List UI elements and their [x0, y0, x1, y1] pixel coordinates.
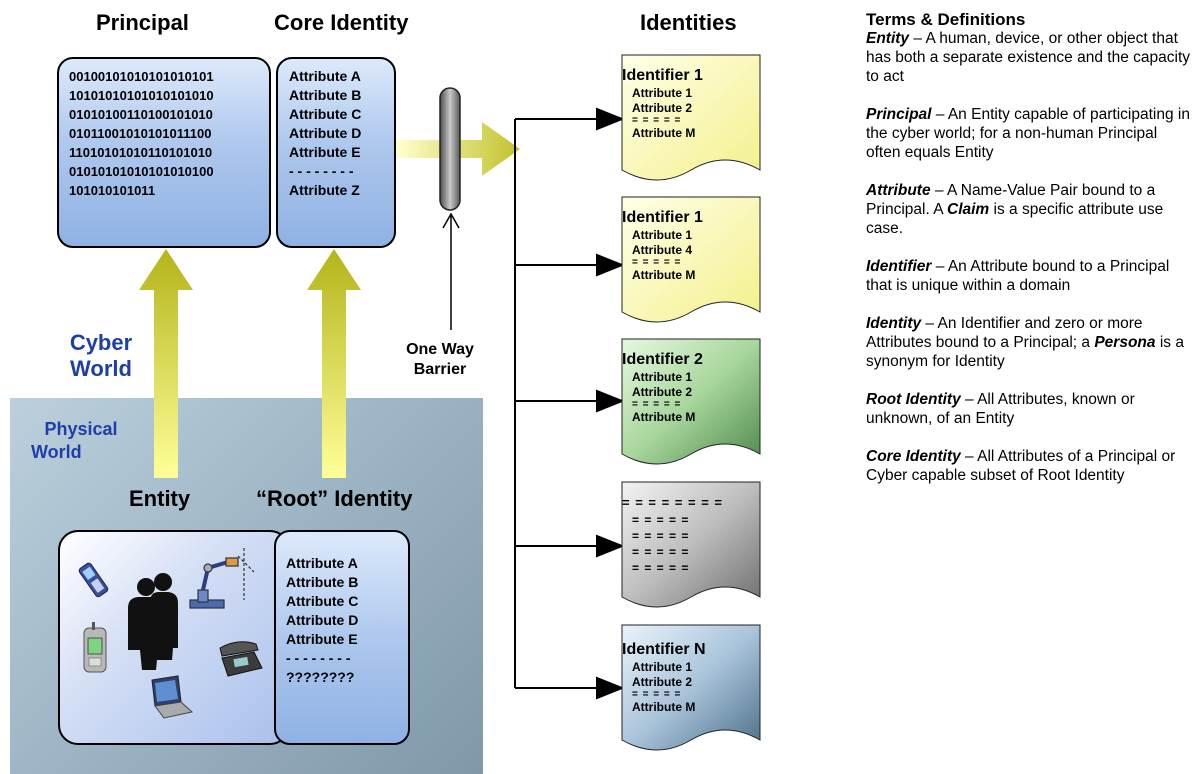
attribute-label: Attribute 1 [632, 228, 692, 242]
definition-principal: Principal – An Entity capable of partici… [866, 106, 1190, 161]
principal-box: 00100101010101010101 1010101010101010101… [57, 57, 271, 248]
one-way-barrier [439, 87, 461, 211]
core-attribute: Attribute Z [289, 182, 360, 198]
distribution-arrows [515, 107, 625, 700]
binary-line: 101010101011 [69, 183, 156, 198]
attribute-label: Attribute 2 [632, 385, 692, 399]
identifier-label: Identifier 1 [622, 67, 703, 84]
definition-root-identity: Root Identity – All Attributes, known or… [866, 391, 1135, 427]
root-identity-header: “Root” Identity [256, 486, 413, 511]
attribute-label: Attribute M [632, 126, 696, 140]
root-to-core-arrow [307, 249, 361, 478]
identifier-label: Identifier 2 [622, 351, 703, 368]
binary-line: 01011001010101011100 [69, 126, 212, 141]
core-identity-header: Core Identity [274, 10, 409, 35]
identifier-label: Identifier N [622, 641, 706, 658]
definition-identifier: Identifier – An Attribute bound to a Pri… [866, 258, 1170, 294]
separator: = = = = = [632, 545, 690, 559]
binary-line: 01010100110100101010 [69, 107, 213, 122]
identity-doc-3-text: Identifier 2 Attribute 1 Attribute 2 = =… [622, 350, 703, 425]
root-attribute: Attribute D [286, 612, 359, 628]
separator: = = = = = [632, 529, 690, 543]
core-attribute: Attribute A [289, 68, 361, 84]
attribute-label: Attribute 1 [632, 660, 692, 674]
separator: = = = = = [632, 399, 682, 410]
attribute-label: Attribute 1 [632, 86, 692, 100]
root-attribute: Attribute E [286, 631, 358, 647]
identity-doc-3 [621, 338, 761, 465]
separator: = = = = = [632, 257, 682, 268]
root-attribute-unknown: ???????? [286, 669, 355, 685]
root-attribute-separator: - - - - - - - - [286, 650, 351, 666]
robot-arm-icon [189, 548, 255, 609]
entity-to-principal-arrow [139, 249, 193, 478]
core-identity-box: Attribute A Attribute B Attribute C Attr… [276, 57, 396, 248]
binary-line: 11010101010110101010 [69, 145, 213, 160]
separator: = = = = = = = = [622, 495, 724, 510]
identity-doc-5 [621, 624, 761, 751]
identity-doc-2-text: Identifier 1 Attribute 1 Attribute 4 = =… [622, 208, 703, 283]
identity-doc-1 [621, 54, 761, 181]
identity-doc-1-text: Identifier 1 Attribute 1 Attribute 2 = =… [622, 66, 703, 141]
attribute-label: Attribute 1 [632, 370, 692, 384]
separator: = = = = = [632, 513, 690, 527]
identity-doc-2 [621, 196, 761, 323]
core-attribute: Attribute D [289, 125, 362, 141]
core-attribute: Attribute C [289, 106, 362, 122]
mobile-phone-icon [78, 562, 109, 598]
definitions-panel: Terms & Definitions Entity – A human, de… [866, 10, 1191, 504]
core-attribute-separator: - - - - - - - - [289, 163, 354, 179]
definition-entity: Entity – A human, device, or other objec… [866, 30, 1190, 85]
entity-header: Entity [129, 486, 191, 511]
separator: = = = = = [632, 115, 682, 126]
separator: = = = = = [632, 561, 690, 575]
root-attribute: Attribute C [286, 593, 359, 609]
root-identity-box: Attribute A Attribute B Attribute C Attr… [274, 530, 410, 745]
attribute-label: Attribute M [632, 410, 696, 424]
binary-line: 00100101010101010101 [69, 69, 214, 84]
definition-attribute: Attribute – A Name-Value Pair bound to a… [866, 182, 1164, 237]
root-attribute: Attribute A [286, 555, 358, 571]
attribute-label: Attribute M [632, 700, 696, 714]
pda-icon [83, 622, 107, 673]
laptop-icon [151, 675, 194, 719]
definition-core-identity: Core Identity – All Attributes of a Prin… [866, 448, 1176, 484]
attribute-label: Attribute 2 [632, 675, 692, 689]
principal-header: Principal [96, 10, 189, 35]
entity-icons [78, 548, 263, 719]
definitions-title: Terms & Definitions [866, 10, 1026, 29]
identity-doc-5-text: Identifier N Attribute 1 Attribute 2 = =… [622, 640, 706, 715]
binary-line: 01010101010101010100 [69, 164, 214, 179]
desk-phone-icon [219, 641, 263, 677]
core-attribute: Attribute E [289, 144, 361, 160]
root-attribute: Attribute B [286, 574, 359, 590]
attribute-label: Attribute 2 [632, 101, 692, 115]
binary-line: 10101010101010101010 [69, 88, 214, 103]
attribute-label: Attribute M [632, 268, 696, 282]
separator: = = = = = [632, 689, 682, 700]
identity-doc-4 [621, 481, 761, 608]
core-attribute: Attribute B [289, 87, 362, 103]
businessmen-icon [128, 573, 178, 670]
identifier-label: Identifier 1 [622, 209, 703, 226]
attribute-label: Attribute 4 [632, 243, 692, 257]
identity-doc-4-text: = = = = = = = = = = = = = = = = = = = = … [622, 494, 723, 576]
definition-identity: Identity – An Identifier and zero or mor… [866, 315, 1184, 370]
identities-header: Identities [640, 10, 737, 35]
